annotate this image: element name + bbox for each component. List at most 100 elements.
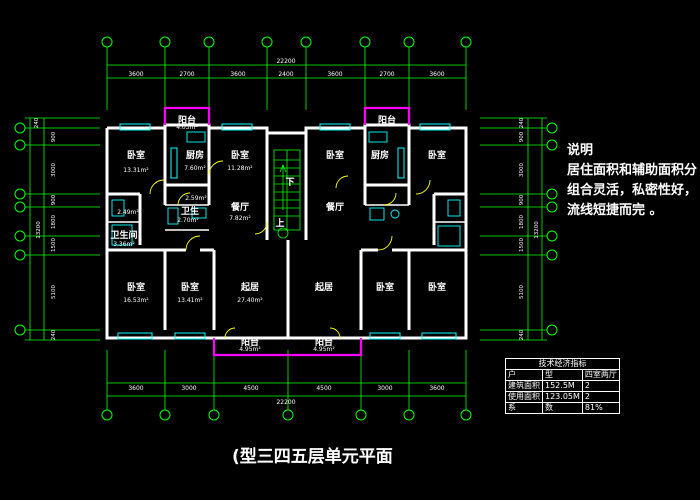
left-dim-1: 240: [34, 117, 40, 128]
table-cell: 123.05M: [542, 391, 583, 403]
area-wc-l: 2.59m²: [185, 195, 207, 202]
notes-line-3: 流线短捷而完 。: [567, 203, 663, 218]
room-bathroom-l: 卫生间: [110, 229, 137, 241]
area-balcony-tl: 4.03m²: [176, 124, 198, 131]
notes-line-2: 组合灵活，私密性好，: [567, 183, 698, 198]
room-bedroom-bl: 卧室: [127, 281, 145, 293]
windows: [117, 123, 457, 340]
area-bedroom-tc: 11.28m²: [227, 165, 253, 172]
table-title: 技术经济指标: [505, 358, 620, 370]
room-kitchen-r: 厨房: [371, 149, 389, 161]
right-axis-bubbles: [546, 122, 558, 336]
left-axis-bubbles: [14, 122, 26, 336]
bottom-dimension-lines: [106, 350, 467, 410]
table-cell: 系: [505, 402, 543, 414]
table-row: 使用面积 123.05M 2: [505, 391, 620, 403]
area-bathroom-l: 3.36m²: [113, 241, 135, 248]
left-dim-4: 900: [51, 194, 57, 205]
area-bath-l: 2.70m²: [177, 217, 199, 224]
fixtures: [111, 131, 461, 247]
top-dim-7: 3600: [429, 71, 444, 78]
left-dimension-lines: [25, 117, 100, 341]
room-living-r: 起居: [314, 281, 333, 293]
table-cell: 型: [542, 369, 583, 381]
table-cell: 81%: [581, 402, 620, 414]
left-dim-3: 3000: [51, 163, 57, 177]
top-dim-4: 2400: [278, 71, 293, 78]
top-dim-3: 3600: [230, 71, 245, 78]
room-bedroom-bc: 卧室: [181, 281, 199, 293]
area-bedroom-tl: 13.31m²: [123, 167, 149, 174]
bottom-dim-2: 3000: [181, 385, 196, 392]
room-bedroom-tr: 卧室: [326, 149, 344, 161]
design-notes: 说明 居住面积和辅助面积分 组合灵活，私密性好， 流线短捷而完 。: [567, 141, 700, 221]
room-bedroom-tl: 卧室: [127, 149, 145, 161]
top-dim-1: 3600: [128, 71, 143, 78]
bottom-dim-5: 3000: [377, 385, 392, 392]
bottom-dim-3: 4500: [243, 385, 258, 392]
right-dim-5: 1800: [519, 215, 525, 229]
table-cell: 建筑面积: [505, 380, 543, 392]
notes-heading: 说明: [567, 143, 594, 158]
area-kitchen-l: 7.60m²: [184, 165, 206, 172]
room-balcony-br: 阳台: [315, 336, 333, 348]
room-balcony-bl: 阳台: [241, 336, 259, 348]
area-living-l: 27.40m²: [237, 297, 263, 304]
right-dim-6: 1500: [519, 238, 525, 252]
table-cell: 四室两厅: [581, 369, 620, 381]
room-living-l: 起居: [240, 281, 259, 293]
right-dim-3: 3000: [519, 163, 525, 177]
table-row: 系 数 81%: [505, 402, 620, 414]
table-cell: 使用面积: [505, 391, 543, 403]
top-axis-bubbles: [101, 36, 472, 48]
room-dining-l: 餐厅: [230, 201, 249, 213]
table-row: 建筑面积 152.5M 2: [505, 380, 620, 392]
interior-walls: [107, 128, 466, 338]
room-dining-r: 餐厅: [325, 201, 344, 213]
area-bedroom-bc: 13.41m²: [177, 297, 203, 304]
stairwell: [273, 149, 301, 239]
area-dining-l: 7.82m²: [229, 215, 251, 222]
tech-index-table: 技术经济指标 户 型 四室两厅 建筑面积 152.5M 2 使用面积 123.0…: [505, 358, 620, 414]
top-dim-2: 2700: [179, 71, 194, 78]
right-dim-8: 240: [519, 329, 525, 340]
table-cell: 数: [542, 402, 583, 414]
right-dim-7: 5100: [519, 285, 525, 299]
right-dim-4: 900: [519, 194, 525, 205]
top-dim-6: 2700: [379, 71, 394, 78]
bottom-dim-6: 3600: [429, 385, 444, 392]
room-bedroom-tr2: 卧室: [428, 149, 446, 161]
table-cell: 户: [505, 369, 543, 381]
top-dimension-lines: [106, 47, 467, 110]
balconies: [163, 106, 411, 357]
bottom-dim-1: 3600: [128, 385, 143, 392]
table-row: 户 型 四室两厅: [505, 369, 620, 381]
room-kitchen-l: 厨房: [186, 149, 204, 161]
bottom-axis-bubbles: [101, 409, 472, 421]
right-dim-1: 240: [519, 117, 525, 128]
room-wc-l: 卫生: [181, 205, 199, 217]
stair-down-label: 下: [285, 177, 294, 188]
area-balcony-br: 4.95m²: [313, 346, 335, 353]
right-dimension-lines: [480, 117, 547, 341]
room-bedroom-br: 卧室: [376, 281, 394, 293]
area-balcony-bl: 4.95m²: [239, 346, 261, 353]
left-dim-2: 900: [51, 131, 57, 142]
bottom-total-dim: 22200: [276, 399, 295, 406]
left-total-dim: 13200: [36, 221, 42, 239]
bottom-dim-4: 4500: [316, 385, 331, 392]
table-cell: 2: [581, 391, 620, 403]
stair-up-label: 上: [275, 217, 284, 229]
top-total-dim: 22200: [276, 58, 295, 65]
table-cell: 152.5M: [542, 380, 583, 392]
left-dim-8: 240: [51, 329, 57, 340]
left-dim-5: 1800: [51, 215, 57, 229]
left-dim-7: 5100: [51, 285, 57, 299]
left-dim-6: 1500: [51, 238, 57, 252]
notes-line-1: 居住面积和辅助面积分: [567, 163, 698, 178]
room-bedroom-tc: 卧室: [231, 149, 249, 161]
room-bedroom-br2: 卧室: [428, 281, 446, 293]
room-balcony-tl: 阳台: [178, 114, 196, 126]
drawing-title: (型三四五层单元平面: [232, 447, 393, 467]
